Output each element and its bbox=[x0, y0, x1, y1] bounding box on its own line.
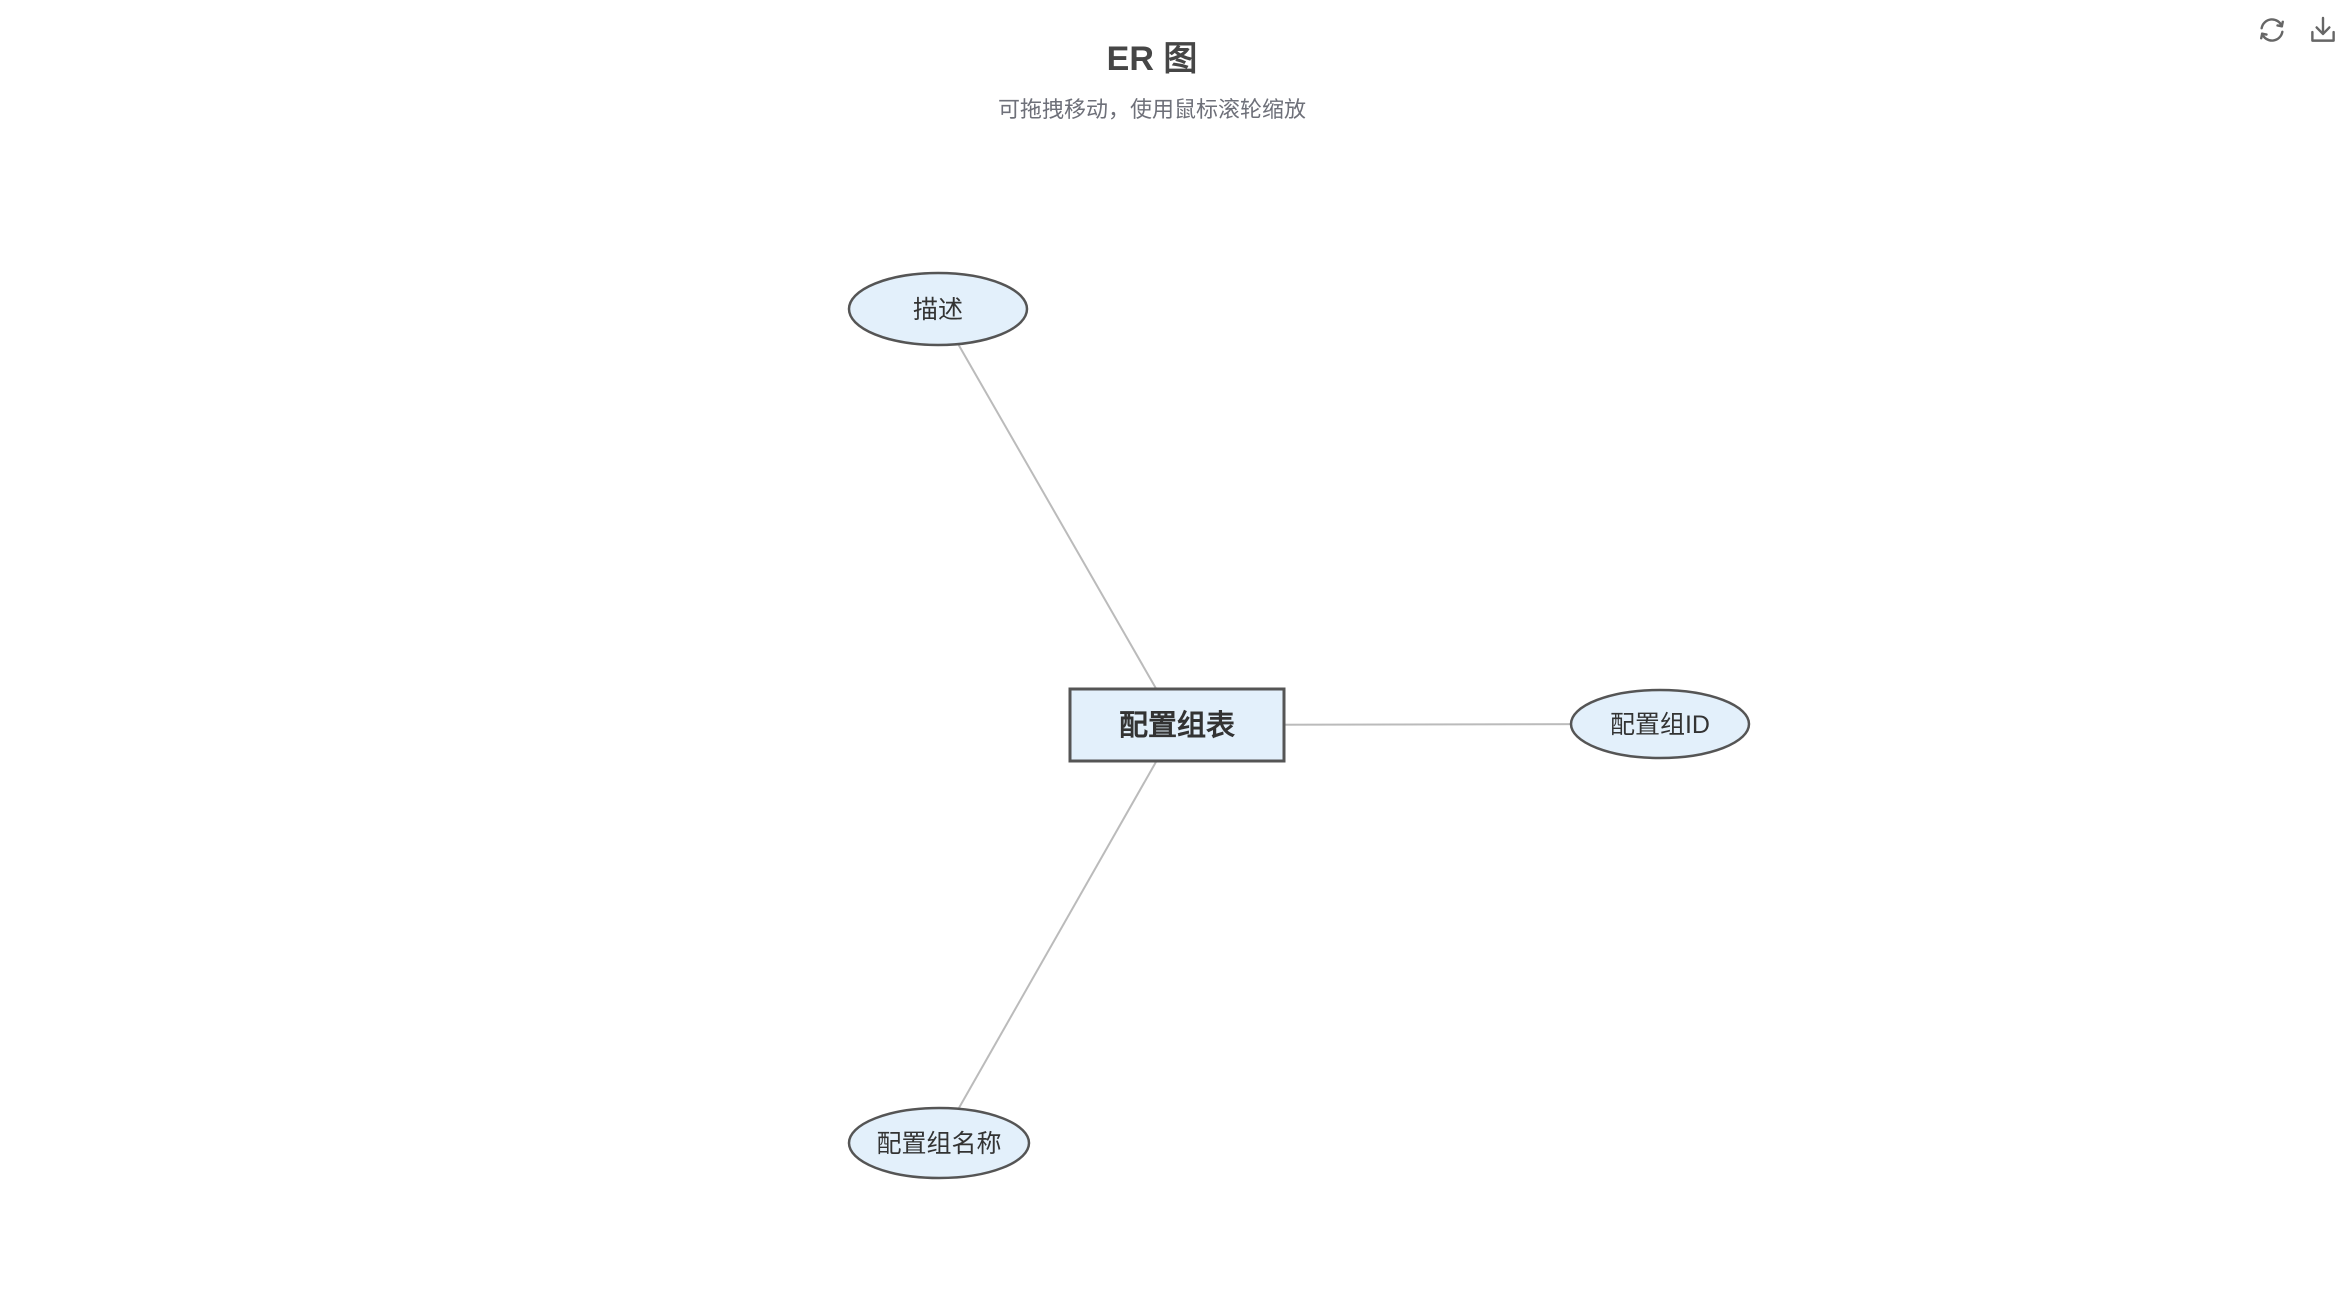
attribute-label: 配置组名称 bbox=[876, 1130, 1001, 1158]
download-icon[interactable] bbox=[2306, 13, 2340, 47]
attribute-ellipse[interactable] bbox=[847, 271, 1029, 347]
entity-rect[interactable] bbox=[1068, 687, 1286, 763]
edge-entity-to-group-name bbox=[938, 724, 1178, 1144]
entity-label: 配置组表 bbox=[1119, 708, 1235, 742]
attribute-ellipse[interactable] bbox=[847, 1106, 1031, 1180]
attribute-node-group-id[interactable]: 配置组ID bbox=[1569, 688, 1751, 760]
attribute-node-group-name[interactable]: 配置组名称 bbox=[847, 1106, 1031, 1180]
toolbox bbox=[2255, 13, 2340, 47]
attribute-label: 配置组ID bbox=[1610, 711, 1710, 739]
attribute-label: 描述 bbox=[913, 296, 963, 324]
attribute-node-describe[interactable]: 描述 bbox=[847, 271, 1029, 347]
edge-entity-to-describe bbox=[937, 308, 1178, 726]
restore-icon[interactable] bbox=[2255, 13, 2289, 47]
attribute-ellipse[interactable] bbox=[1569, 688, 1751, 760]
entity-node-config-group-table[interactable]: 配置组表 bbox=[1068, 687, 1286, 763]
